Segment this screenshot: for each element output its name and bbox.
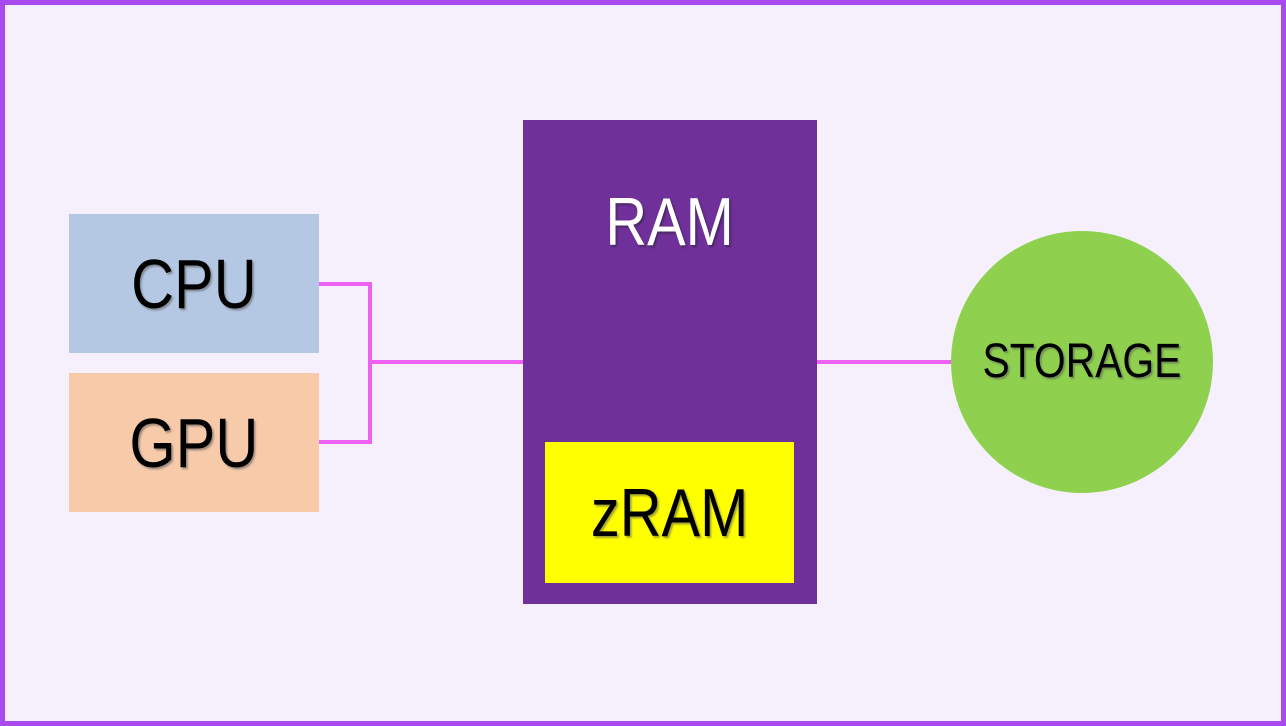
cpu-label: CPU [131,244,257,323]
connector-bus-to-ram [368,360,523,364]
storage-node: STORAGE [951,231,1213,493]
connector-cpu-stub [319,282,372,286]
zram-node: zRAM [545,442,794,583]
zram-label: zRAM [590,474,749,551]
ram-label: RAM [605,184,735,260]
cpu-node: CPU [69,214,319,353]
gpu-node: GPU [69,373,319,512]
connector-gpu-stub [319,440,372,444]
gpu-label: GPU [129,403,259,482]
storage-label: STORAGE [982,335,1182,388]
connector-ram-to-storage [817,360,953,364]
